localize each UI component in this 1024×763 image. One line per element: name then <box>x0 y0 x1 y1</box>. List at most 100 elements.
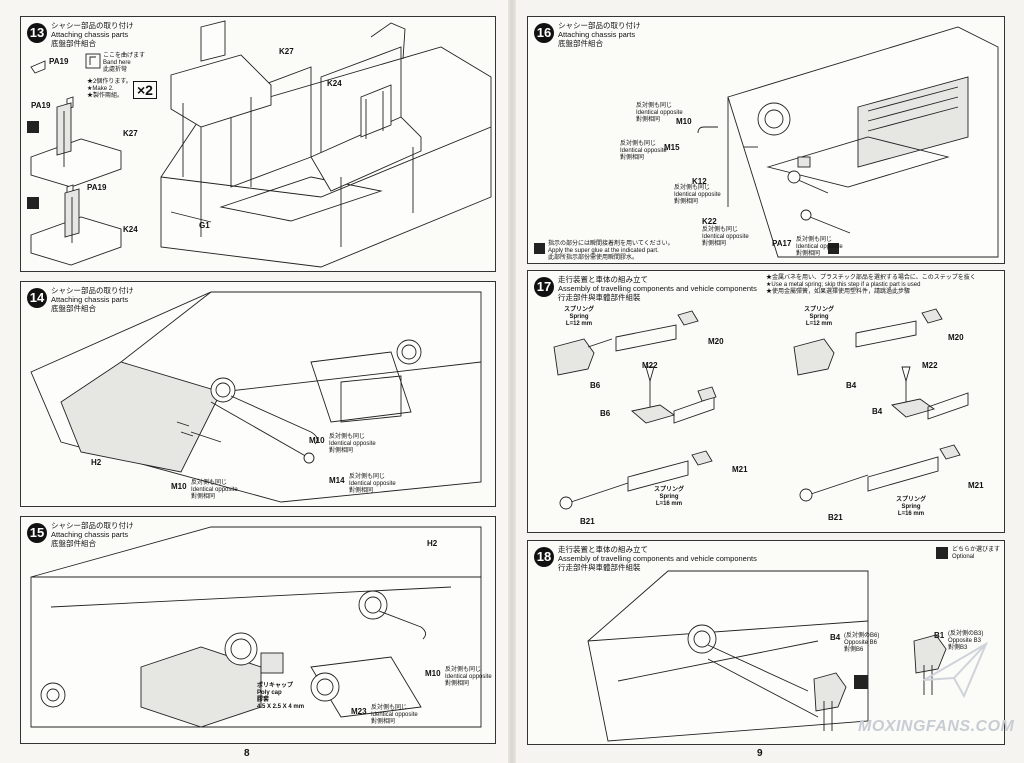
part-label: M20 <box>948 333 964 342</box>
part-label: G1 <box>199 221 210 230</box>
part-label: M15 <box>664 143 680 152</box>
step-18-heading-jp: 走行装置と車体の組み立て <box>558 545 648 554</box>
note-en: ★Use a metal spring; skip this step if a… <box>766 282 921 288</box>
opp-en: Identical opposite <box>349 481 396 487</box>
opp-cn: 對側相同 <box>674 199 699 205</box>
identical-opposite-note: 反対側も同じ Identical opposite 對側相同 <box>636 103 683 124</box>
opp-jp: 反対側も同じ <box>674 185 711 191</box>
part-label: K27 <box>123 129 138 138</box>
part-label: K22 <box>702 217 717 226</box>
opp-jp: 反対側も同じ <box>620 141 657 147</box>
b4-jp: (反対側のB6) <box>844 633 880 639</box>
part-label: B6 <box>600 409 611 418</box>
step-15-heading: シャシー部品の取り付け Attaching chassis parts 底盤部件… <box>51 521 134 548</box>
bend-en: Band here <box>103 60 131 66</box>
opposite-b3-note: (反対側のB3) Opposite B3 對側B3 <box>948 631 983 652</box>
spring-en: Spring <box>809 314 829 320</box>
step-18-heading-en: Assembly of travelling components and ve… <box>558 554 757 563</box>
identical-opposite-note: 反対側も同じ Identical opposite 對側相同 <box>329 434 376 455</box>
note-cn: ★使用金屬彈簧，如果選擇使用塑料件，請跳過此步驟 <box>766 289 911 295</box>
metal-spring-note: ★金属バネを用い、プラスチック部品を選択する場合に、このステップを抜く ★Use… <box>766 275 976 296</box>
opp-en: Identical opposite <box>796 244 843 250</box>
opp-cn: 對側相同 <box>620 155 645 161</box>
spring-length: L=12 mm <box>565 321 593 327</box>
poly-cap-note: ポリキャップ Poly cap 膠套 4.5 X 2.5 X 4 mm <box>257 683 304 711</box>
step-13-heading-en: Attaching chassis parts <box>51 30 129 39</box>
step-16-heading-en: Attaching chassis parts <box>558 30 636 39</box>
watermark: MOXINGFANS.COM <box>858 718 1015 735</box>
part-label: B21 <box>828 513 843 522</box>
polycap-size: 4.5 X 2.5 X 4 mm <box>257 704 305 710</box>
step-15-drawing <box>30 526 482 728</box>
part-label: M10 <box>309 436 325 445</box>
part-label: B1 <box>934 631 945 640</box>
identical-opposite-note: 反対側も同じ Identical opposite 對側相同 <box>702 227 749 248</box>
times-two-badge: ×2 <box>133 81 157 99</box>
part-label: K24 <box>327 79 342 88</box>
make-cn: ★製作兩組。 <box>87 93 124 99</box>
part-label: M23 <box>351 707 367 716</box>
part-label: PA19 <box>31 101 51 110</box>
opp-cn: 對側相同 <box>191 494 216 500</box>
opp-jp: 反対側も同じ <box>191 480 228 486</box>
part-label: M21 <box>732 465 748 474</box>
step-17-heading-en: Assembly of travelling components and ve… <box>558 284 757 293</box>
b4-cn: 對側B6 <box>844 647 864 653</box>
part-label: H2 <box>427 539 438 548</box>
step-16-number: 16 <box>534 23 554 43</box>
opp-en: Identical opposite <box>636 110 683 116</box>
spring-en: Spring <box>901 504 921 510</box>
step-16-drawing <box>534 26 999 258</box>
spring-jp: スプリング <box>654 487 685 493</box>
step-16-heading: シャシー部品の取り付け Attaching chassis parts 底盤部件… <box>558 21 641 48</box>
opp-en: Identical opposite <box>445 674 492 680</box>
step-14-panel: 14 シャシー部品の取り付け Attaching chassis parts 底… <box>20 281 496 507</box>
super-glue-note: 指示の部分には瞬間接着剤を用いてください。 Apply the super gl… <box>548 241 674 262</box>
opp-jp: 反対側も同じ <box>349 474 386 480</box>
part-label: M20 <box>708 337 724 346</box>
polycap-cn: 膠套 <box>257 697 270 703</box>
step-14-number: 14 <box>27 288 47 308</box>
step-15-heading-en: Attaching chassis parts <box>51 530 129 539</box>
opp-cn: 對側相同 <box>636 117 661 123</box>
spring-jp: スプリング <box>564 307 595 313</box>
step-13-heading-jp: シャシー部品の取り付け <box>51 21 134 30</box>
opp-en: Identical opposite <box>329 441 376 447</box>
part-label: K24 <box>123 225 138 234</box>
spring-length: L=12 mm <box>805 321 833 327</box>
spring-label: スプリング Spring L=12 mm <box>564 307 594 328</box>
paper-plane-icon <box>923 641 989 699</box>
identical-opposite-note: 反対側も同じ Identical opposite 對側相同 <box>796 237 843 258</box>
opp-jp: 反対側も同じ <box>371 705 408 711</box>
opp-en: Identical opposite <box>620 148 667 154</box>
spring-label: スプリング Spring L=16 mm <box>896 497 926 518</box>
spring-label: スプリング Spring L=12 mm <box>804 307 834 328</box>
opp-jp: 反対側も同じ <box>636 103 673 109</box>
part-label: M14 <box>329 476 345 485</box>
page-number-right: 9 <box>757 748 763 759</box>
b1-en: Opposite B3 <box>948 638 982 644</box>
opp-en: Identical opposite <box>702 234 749 240</box>
part-label: M21 <box>968 481 984 490</box>
optional-en: Optional <box>952 554 975 560</box>
step-14-drawing <box>30 291 482 503</box>
part-label: B4 <box>830 633 841 642</box>
part-label: B4 <box>846 381 857 390</box>
spring-length: L=16 mm <box>655 501 683 507</box>
opp-jp: 反対側も同じ <box>445 667 482 673</box>
opp-cn: 對側相同 <box>349 488 374 494</box>
step-17-drawing <box>553 308 969 510</box>
part-label: PA17 <box>772 239 792 248</box>
step-15-panel: 15 シャシー部品の取り付け Attaching chassis parts 底… <box>20 516 496 744</box>
step-16-panel: 16 シャシー部品の取り付け Attaching chassis parts 底… <box>527 16 1005 264</box>
step-17-panel: 17 走行装置と車体の組み立て Assembly of travelling c… <box>527 270 1005 533</box>
book-gutter <box>508 0 516 763</box>
identical-opposite-note: 反対側も同じ Identical opposite 對側相同 <box>674 185 721 206</box>
spring-en: Spring <box>569 314 589 320</box>
part-label: K12 <box>692 177 707 186</box>
part-label: B21 <box>580 517 595 526</box>
part-label: B4 <box>872 407 883 416</box>
page-number-left: 8 <box>244 748 250 759</box>
spring-length: L=16 mm <box>897 511 925 517</box>
polycap-jp: ポリキャップ <box>257 683 294 689</box>
